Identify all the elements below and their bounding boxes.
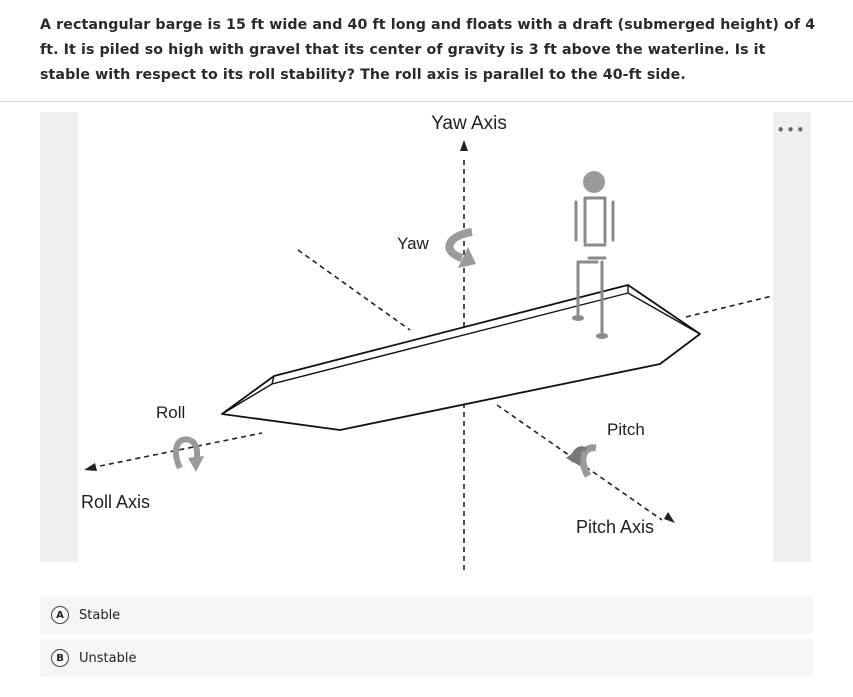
question-text: A rectangular barge is 15 ft wide and 40… <box>40 17 816 83</box>
yaw-label: Yaw <box>397 234 430 253</box>
yaw-axis-arrowhead <box>460 140 468 151</box>
yaw-axis-label: Yaw Axis <box>431 113 507 134</box>
roll-axis-label: Roll Axis <box>81 492 150 512</box>
roll-axis-line-back <box>685 295 773 318</box>
roll-label: Roll <box>156 403 185 422</box>
option-a-stable[interactable]: A Stable <box>40 596 813 634</box>
divider <box>0 101 853 102</box>
pitch-rotation-arrow-icon <box>566 444 597 478</box>
figure-left-panel <box>40 112 78 562</box>
option-letter-badge: B <box>51 649 69 667</box>
roll-axis-arrowhead <box>84 463 97 471</box>
pitch-axis-arrowhead <box>664 512 675 523</box>
roll-axis-line-front <box>99 432 263 467</box>
option-b-unstable[interactable]: B Unstable <box>40 639 813 677</box>
pitch-label: Pitch <box>607 420 645 439</box>
figure-right-panel <box>773 112 811 562</box>
barge-axes-figure: Yaw Axis Yaw Roll Roll Axis Pitch Pitch … <box>81 113 773 570</box>
pitch-axis-label: Pitch Axis <box>576 517 654 537</box>
option-label: Stable <box>79 607 121 623</box>
roll-rotation-arrow-icon <box>172 436 204 472</box>
option-label: Unstable <box>79 650 137 666</box>
barge-hull <box>221 284 701 431</box>
yaw-rotation-arrow-icon <box>445 228 476 268</box>
ellipsis-icon[interactable]: ••• <box>776 121 806 139</box>
option-letter-badge: A <box>51 606 69 624</box>
pitch-axis-line-back <box>297 249 411 331</box>
stick-figure-person <box>572 171 615 339</box>
